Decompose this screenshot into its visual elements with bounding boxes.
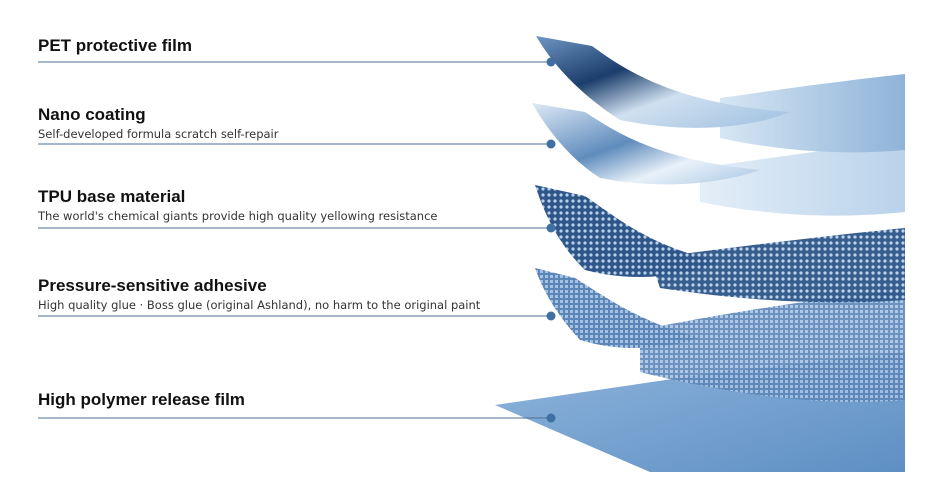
layer-description: The world's chemical giants provide high…	[38, 209, 438, 223]
layer-label-adhesive: Pressure-sensitive adhesive High quality…	[38, 276, 558, 313]
tpu-layer-curl	[535, 185, 720, 277]
layer-label-tpu: TPU base material The world's chemical g…	[38, 187, 558, 224]
adhesive-layer-flat	[640, 290, 905, 403]
layer-title: Nano coating	[38, 105, 146, 124]
layer-label-release: High polymer release film	[38, 390, 558, 410]
leader-lines	[38, 57, 556, 423]
pet-film-layer-flat	[720, 74, 905, 153]
leader-dot	[546, 413, 556, 423]
layer-title: Pressure-sensitive adhesive	[38, 276, 267, 295]
tpu-layer-flat	[650, 228, 905, 303]
layer-description: Self-developed formula scratch self-repa…	[38, 127, 279, 141]
layer-title: PET protective film	[38, 36, 192, 55]
adhesive-layer-curl	[535, 268, 700, 349]
leader-dot	[546, 223, 556, 233]
layer-label-nano: Nano coating Self-developed formula scra…	[38, 105, 558, 142]
leader-dot	[546, 139, 556, 149]
nano-coating-layer-curl	[532, 103, 760, 185]
layer-title: High polymer release film	[38, 390, 245, 409]
layer-title: TPU base material	[38, 187, 186, 206]
pet-film-layer-curl	[536, 36, 790, 128]
layer-label-pet: PET protective film	[38, 36, 558, 56]
leader-dot	[546, 311, 556, 321]
leader-dot	[546, 57, 556, 67]
layer-description: High quality glue · Boss glue (original …	[38, 298, 481, 312]
nano-coating-layer-flat	[700, 140, 905, 216]
